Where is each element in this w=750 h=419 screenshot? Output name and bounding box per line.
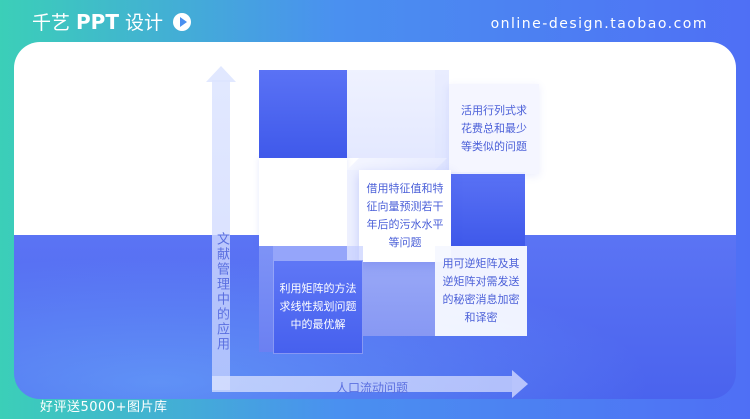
- block-row2-col1: [259, 158, 347, 246]
- content-card: 文献管理中的应用 人口流动问题 活用行列式求花费总和最少等类似的问题 借用特征值…: [14, 42, 736, 399]
- footer-promo: 好评送5000+图片库: [40, 400, 168, 415]
- block-row1-col2: [347, 70, 435, 158]
- play-icon[interactable]: [173, 12, 191, 31]
- cell-center-text: 借用特征值和特征向量预测若干年后的污水水平等问题: [366, 182, 444, 249]
- cell-bottom-left-text: 利用矩阵的方法求线性规划问题中的最优解: [279, 282, 357, 331]
- x-axis-label: 人口流动问题: [336, 381, 409, 395]
- brand-prefix: 千艺: [32, 12, 71, 34]
- site-url[interactable]: online-design.taobao.com: [490, 16, 708, 32]
- brand-bold: PPT: [76, 9, 119, 34]
- y-axis-label: 文献管理中的应用: [214, 232, 229, 352]
- x-axis-arrow: [212, 370, 528, 398]
- cell-bottom-right-text: 用可逆矩阵及其逆矩阵对需发送的秘密消息加密和译密: [442, 257, 520, 324]
- brand-suffix: 设计: [124, 12, 163, 34]
- cell-bottom-right-panel: 用可逆矩阵及其逆矩阵对需发送的秘密消息加密和译密: [435, 246, 527, 336]
- y-axis-arrow: [206, 66, 236, 390]
- cell-top-right-text: 活用行列式求花费总和最少等类似的问题: [461, 104, 527, 153]
- block-row1-col1: [259, 70, 347, 158]
